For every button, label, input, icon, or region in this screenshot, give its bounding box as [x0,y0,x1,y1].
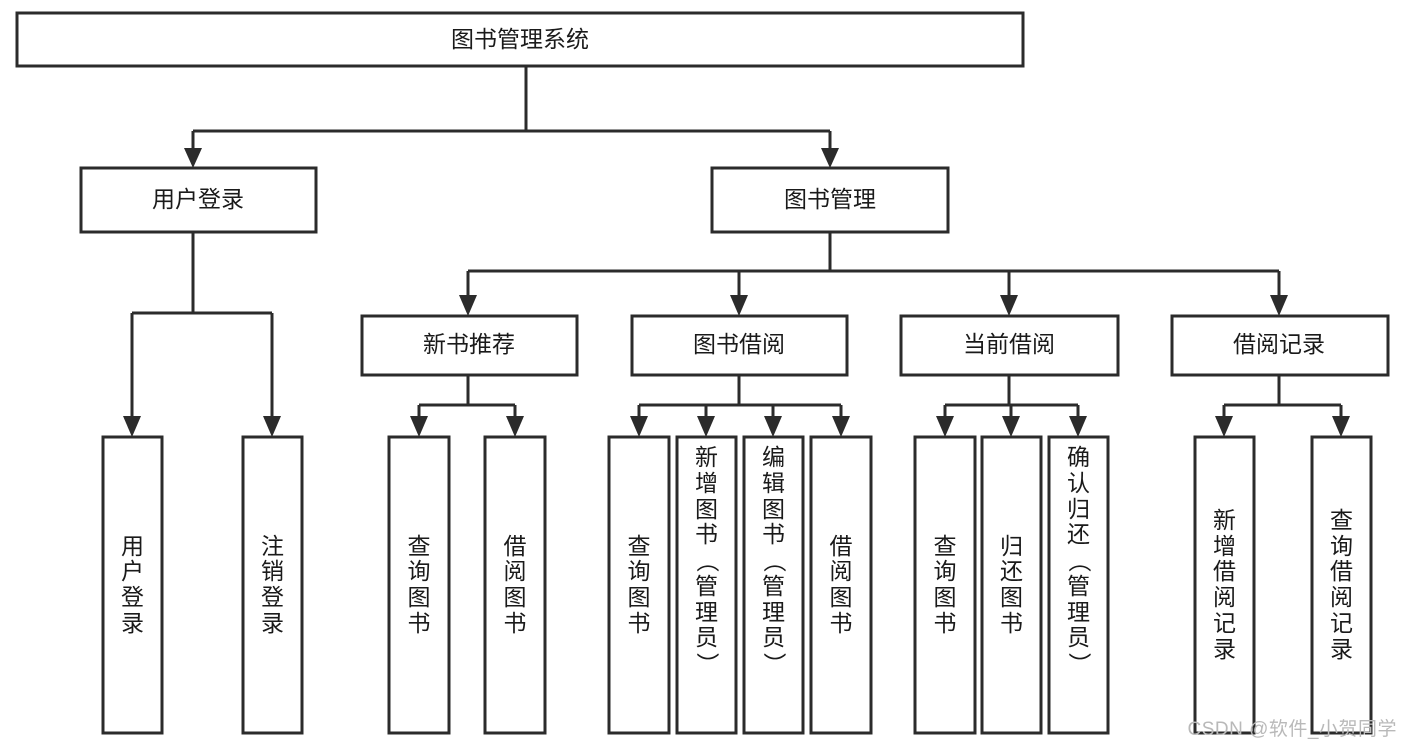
node-root-label: 图书管理系统 [451,26,589,52]
arrow-head-leaf-add-record [1215,416,1233,437]
arrow-head-leaf-query-record [1332,416,1350,437]
node-user-login-box[interactable] [79,166,318,234]
node-leaf-user-logout-box[interactable] [241,435,304,735]
node-borrow-record-label: 借阅记录 [1233,331,1325,357]
arrow-head-leaf-user-logout [263,416,281,437]
arrow-head-leaf-borrow-book-2 [832,416,850,437]
arrow-head-leaf-query-book-3 [936,416,954,437]
node-layer [15,11,1390,735]
arrow-head-leaf-borrow-book-1 [506,416,524,437]
node-current-borrow-label: 当前借阅 [963,331,1055,357]
node-leaf-add-book-box[interactable] [675,435,738,735]
arrow-head-book-borrow [730,295,748,316]
arrow-head-leaf-return-book [1002,416,1020,437]
node-root-box[interactable] [15,11,1025,68]
node-leaf-edit-book-box[interactable] [742,435,805,735]
arrow-head-leaf-add-book [697,416,715,437]
arrow-head-leaf-query-book-2 [630,416,648,437]
node-book-manage-label: 图书管理 [784,186,876,212]
horizontal-label-layer: 图书管理系统 用户登录 图书管理 新书推荐 图书借阅 当前借阅 借阅记录 [152,26,1325,357]
node-leaf-borrow-book-2-box[interactable] [809,435,873,735]
arrow-head-leaf-confirm-return [1069,416,1087,437]
node-book-borrow-box[interactable] [630,314,849,377]
arrow-head-leaf-query-book-1 [410,416,428,437]
node-current-borrow-box[interactable] [899,314,1120,377]
node-leaf-confirm-return-box[interactable] [1047,435,1110,735]
node-leaf-add-record-box[interactable] [1193,435,1256,735]
arrow-head-current-borrow [1000,295,1018,316]
node-book-manage-box[interactable] [710,166,950,234]
node-leaf-return-book-box[interactable] [980,435,1043,735]
arrow-head-leaf-edit-book [764,416,782,437]
node-new-book-recommend-label: 新书推荐 [423,331,515,357]
node-leaf-borrow-book-1-box[interactable] [483,435,547,735]
node-leaf-user-login-box[interactable] [101,435,164,735]
node-new-book-recommend-box[interactable] [360,314,579,377]
node-user-login-label: 用户登录 [152,186,244,212]
arrow-head-new-book-recommend [459,295,477,316]
connector-layer [123,66,1350,437]
node-leaf-query-record-box[interactable] [1310,435,1373,735]
arrow-head-book-manage [821,148,839,168]
node-borrow-record-box[interactable] [1170,314,1390,377]
arrow-head-user-login [184,148,202,168]
node-leaf-query-book-2-box[interactable] [607,435,671,735]
node-leaf-query-book-3-box[interactable] [913,435,977,735]
arrow-head-leaf-user-login [123,416,141,437]
node-book-borrow-label: 图书借阅 [693,331,785,357]
node-leaf-query-book-1-box[interactable] [387,435,451,735]
arrow-head-borrow-record [1270,295,1288,316]
